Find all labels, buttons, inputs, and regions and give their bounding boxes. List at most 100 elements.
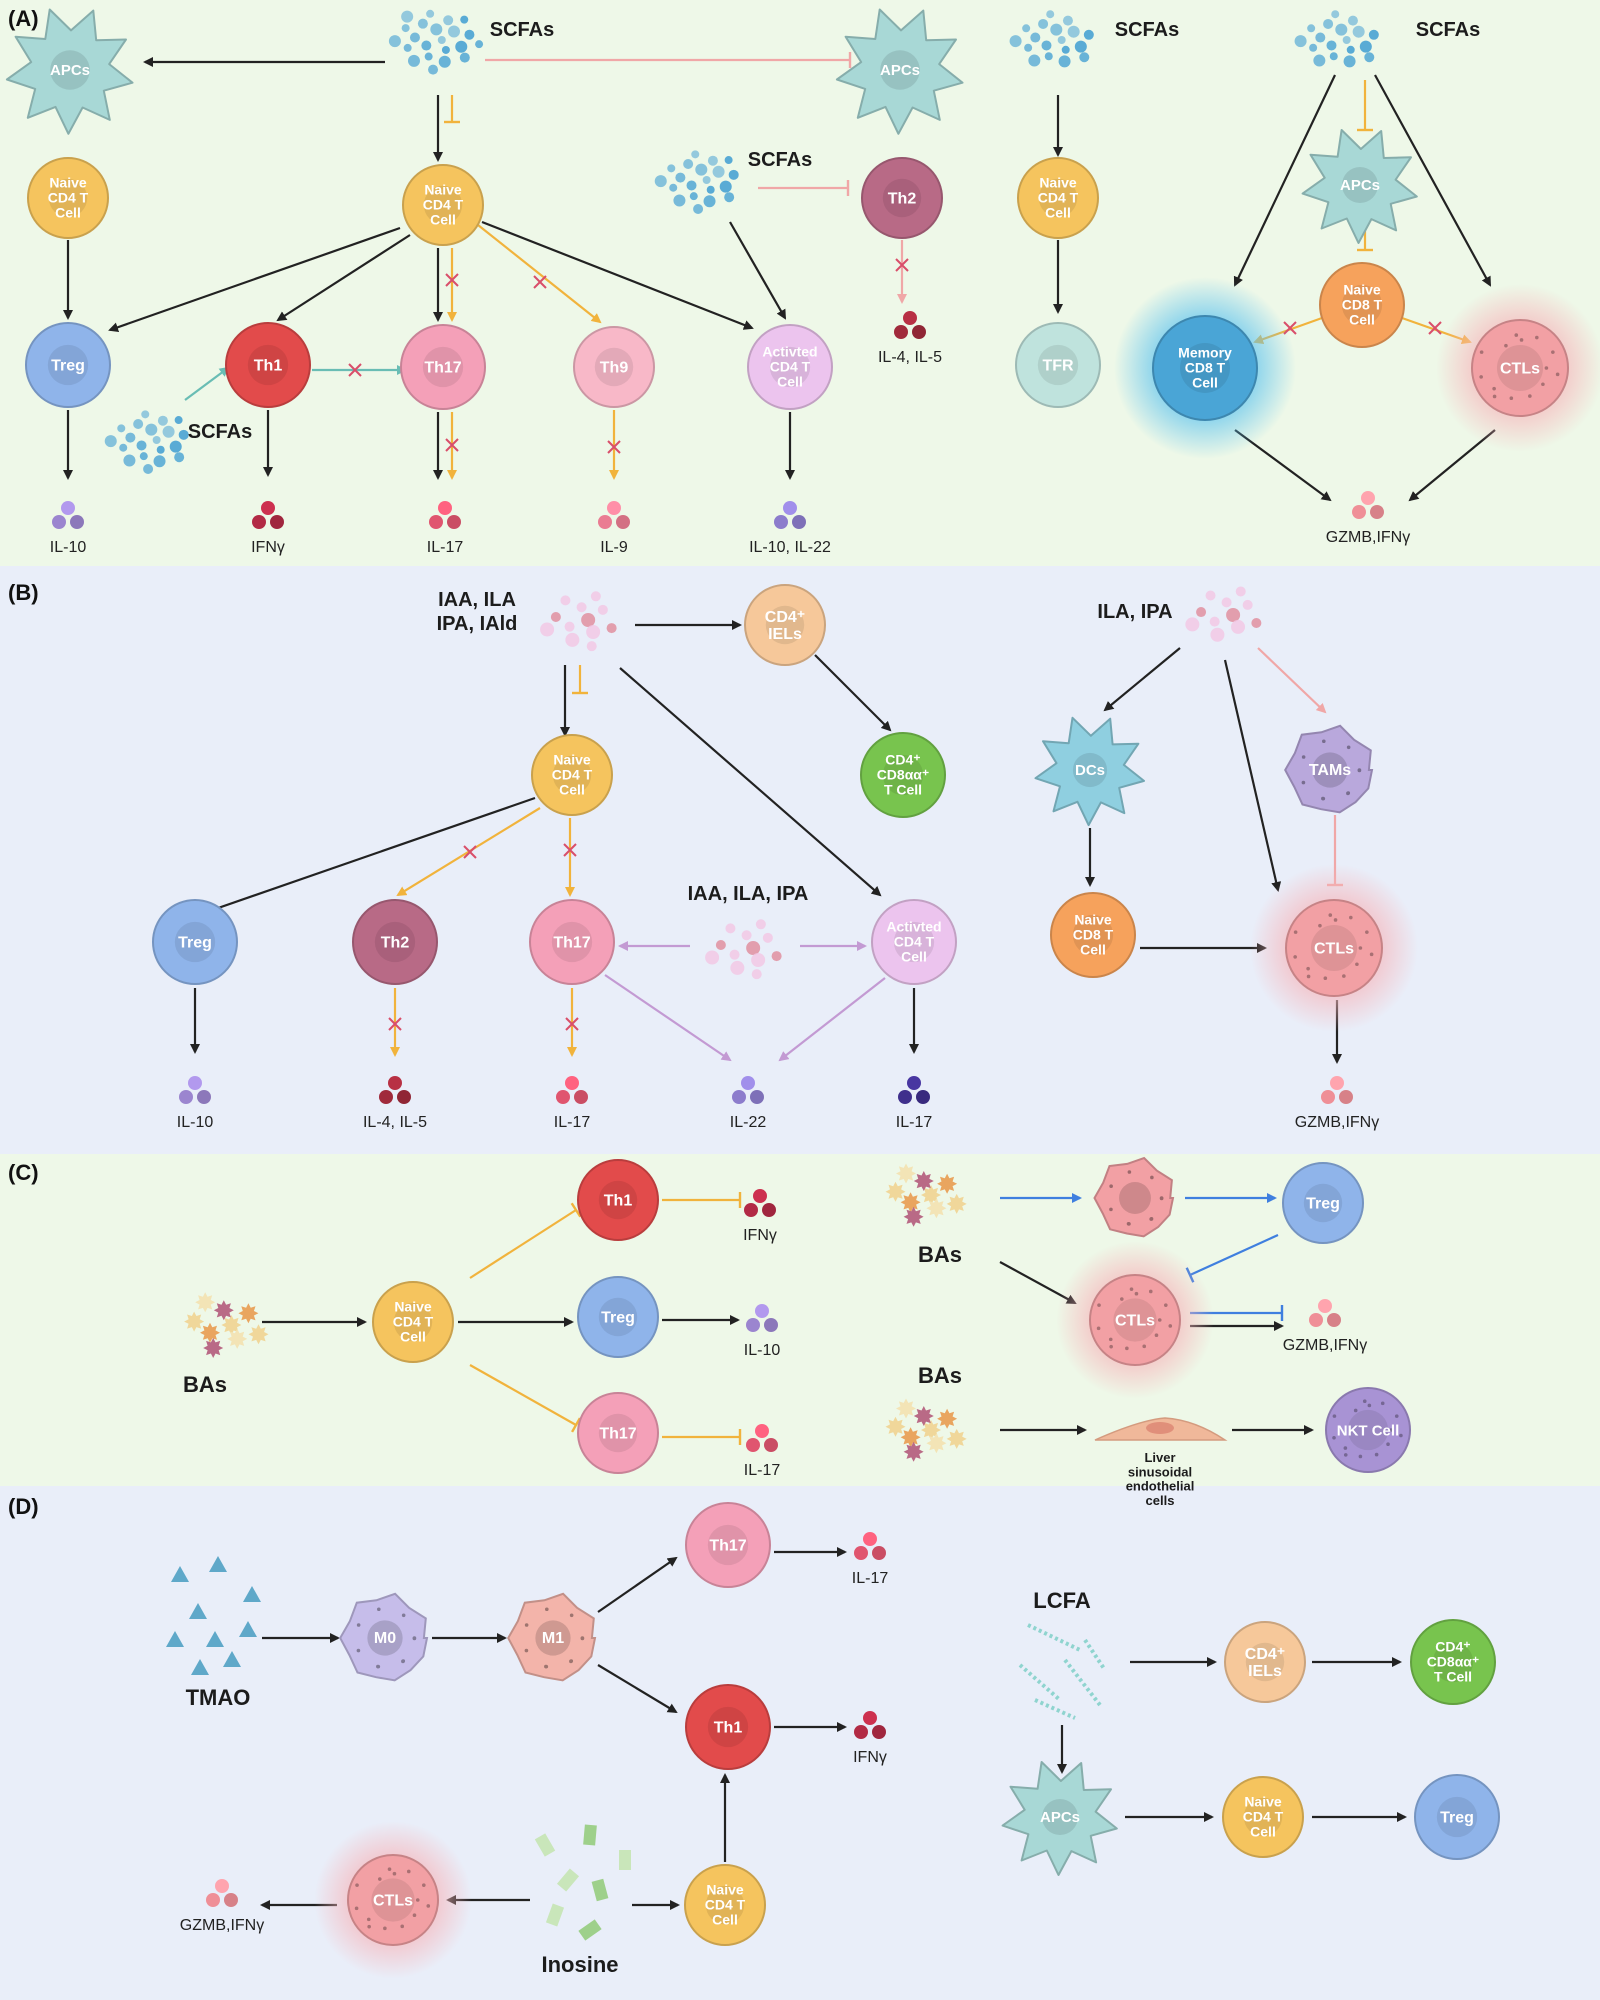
b-gzmb: GZMB,IFNγ	[1295, 1076, 1379, 1131]
a-apc-r2-label: APCs	[1340, 177, 1380, 194]
a-scfa-inhibit-naive	[444, 95, 460, 124]
d-m1-to-th1	[597, 1664, 678, 1714]
d-th17: Th17	[685, 1502, 771, 1588]
c-th17-label: Th17	[599, 1426, 636, 1443]
a-il17-label: IL-17	[427, 539, 464, 556]
a-apc-r2: APCs	[1301, 129, 1418, 244]
b-il4-il5: IL-4, IL-5	[363, 1076, 427, 1131]
b-cd4-iels: CD4⁺IELs	[744, 584, 826, 666]
a-scfa-inhibit-apc	[485, 52, 852, 68]
a-ifng: IFNγ	[251, 501, 285, 556]
b-treg-label: Treg	[178, 935, 212, 952]
d-treg: Treg	[1414, 1774, 1500, 1860]
a-block-th1-th17	[348, 363, 362, 377]
c-gzmb: GZMB,IFNγ	[1283, 1299, 1367, 1354]
a-il9-label: IL-9	[600, 539, 628, 556]
b-dcs-label: DCs	[1075, 762, 1105, 779]
c-th1-label: Th1	[604, 1193, 633, 1210]
b-gzmb-label: GZMB,IFNγ	[1295, 1114, 1379, 1131]
b-il10-label: IL-10	[177, 1114, 214, 1131]
b-lig-to-dcs	[1103, 647, 1181, 712]
b-ligands-mid: IAA, ILA, IPA	[688, 883, 809, 905]
d-cd4-iels-label: CD4⁺IELs	[1245, 1646, 1285, 1680]
d-ctls: CTLs	[314, 1821, 472, 1979]
a-block-il17	[445, 438, 459, 452]
c-gzmb-label: GZMB,IFNγ	[1283, 1337, 1367, 1354]
b-ligands-right: ILA, IPA	[1097, 601, 1172, 623]
a-naive-to-th1	[276, 234, 411, 322]
d-m1: M1	[507, 1592, 597, 1682]
edges-layer	[63, 52, 1496, 1910]
b-block-il17	[565, 1017, 579, 1031]
a-scfa-to-memory	[1233, 74, 1336, 287]
d-lcfa-label: LCFA	[1033, 1588, 1091, 1613]
a-th17: Th17	[400, 324, 486, 410]
c-lsec	[1094, 1417, 1228, 1441]
a-il4-il5: IL-4, IL-5	[878, 311, 942, 366]
c-bas-top-label: BAs	[918, 1242, 962, 1267]
c-ifng-label: IFNγ	[743, 1227, 777, 1244]
a-scfa-inhibit-th2	[758, 180, 850, 196]
c-naive-inhibit-th1	[469, 1202, 582, 1279]
d-ifng-label: IFNγ	[853, 1749, 887, 1766]
a-scfa-r1-label: SCFAs	[1115, 19, 1179, 41]
b-ligand-cluster	[540, 591, 617, 652]
b-il4-il5-label: IL-4, IL-5	[363, 1114, 427, 1131]
b-ctls-label: CTLs	[1314, 941, 1354, 958]
a-block-il4	[895, 258, 909, 272]
a-scfa-low	[104, 410, 189, 474]
a-scfa-r1	[1009, 10, 1094, 68]
b-iel-to-cd8aa	[814, 654, 892, 732]
b-cd8aa-label: CD4⁺CD8αα⁺T Cell	[877, 752, 930, 798]
a-scfa-top-label: SCFAs	[490, 19, 554, 41]
panel-d-tag: (D)	[8, 1494, 39, 1519]
a-scfa-to-activated	[729, 221, 786, 320]
d-apcs: APCs	[1001, 1761, 1118, 1876]
b-lig-to-activated	[619, 667, 882, 897]
panel-a-tag: (A)	[8, 6, 39, 31]
b-ligand-mid-cluster	[705, 919, 782, 980]
a-apc-left-label: APCs	[50, 62, 90, 79]
b-il17a: IL-17	[554, 1076, 590, 1131]
d-tmao-label: TMAO	[186, 1685, 251, 1710]
c-nkt: NKT Cell	[1325, 1387, 1411, 1473]
c-th17: Th17	[577, 1392, 659, 1474]
b-th2: Th2	[352, 899, 438, 985]
c-treg-label: Treg	[601, 1310, 635, 1327]
a-il10-il22-label: IL-10, IL-22	[749, 539, 831, 556]
d-m1-to-th17	[597, 1556, 678, 1613]
b-ligand-r-cluster	[1185, 586, 1262, 642]
a-scfa-inhibit-apc-r2	[1357, 80, 1373, 132]
a-ctls-r-label: CTLs	[1500, 361, 1540, 378]
c-bas-bottom	[885, 1398, 967, 1462]
d-treg-label: Treg	[1440, 1810, 1474, 1827]
b-ctls: CTLs	[1250, 864, 1418, 1032]
b-il22-label: IL-22	[730, 1114, 767, 1131]
d-gzmb: GZMB,IFNγ	[180, 1879, 264, 1934]
a-th9: Th9	[573, 326, 655, 408]
c-naive-inhibit-th17	[469, 1364, 581, 1433]
c-treg-r: Treg	[1282, 1162, 1364, 1244]
a-tfr-label: TFR	[1042, 358, 1074, 375]
c-bas-left	[184, 1292, 269, 1358]
c-bas-left-label: BAs	[183, 1372, 227, 1397]
b-il10: IL-10	[177, 1076, 214, 1131]
d-m1-label: M1	[542, 1630, 564, 1647]
c-nkt-label: NKT Cell	[1337, 1422, 1400, 1439]
panel-d-background	[0, 1486, 1600, 2000]
d-lcfa-cluster	[1018, 1623, 1107, 1720]
